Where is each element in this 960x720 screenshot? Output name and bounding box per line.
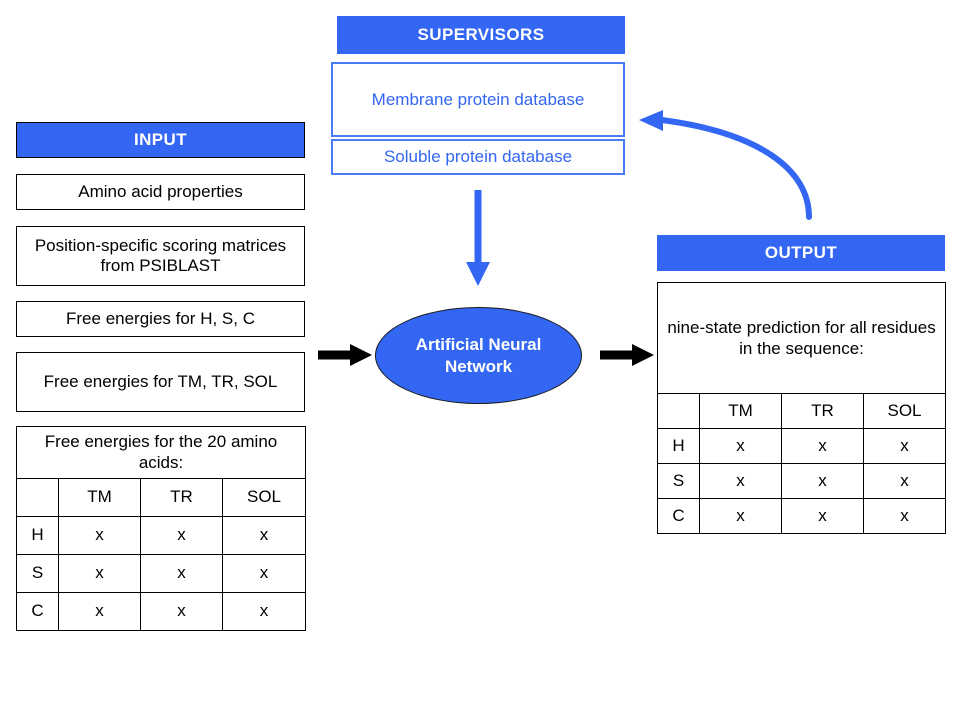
input-table-cell: x <box>140 591 223 631</box>
supervisors-header: SUPERVISORS <box>337 16 625 54</box>
soluble-protein-database-label: Soluble protein database <box>383 147 573 167</box>
table-header-row: TM TR SOL <box>657 393 947 429</box>
table-row: H x x x <box>16 515 307 555</box>
table-header-row: TM TR SOL <box>16 477 307 517</box>
output-to-database-arrow-icon <box>639 110 812 220</box>
output-header-label: OUTPUT <box>764 243 838 262</box>
table-row: S x x x <box>16 553 307 593</box>
soluble-protein-database-box: Soluble protein database <box>331 139 625 175</box>
input-box-label: Free energies for TM, TR, SOL <box>43 371 278 391</box>
input-box-label: Position-specific scoring matrices from … <box>34 235 287 275</box>
output-table-cell: x <box>862 463 947 499</box>
input-table-cell: x <box>221 515 307 555</box>
input-header-label: INPUT <box>134 130 187 149</box>
input-table-cell: x <box>58 553 141 593</box>
table-row: C x x x <box>16 591 307 631</box>
output-table-cell: x <box>781 498 864 534</box>
output-prediction-table: nine-state prediction for all residues i… <box>656 282 947 534</box>
table-row: C x x x <box>657 498 947 534</box>
output-table-cell: x <box>781 463 864 499</box>
input-table-row-label: S <box>16 553 59 593</box>
input-box-free-energies-tm-tr-sol: Free energies for TM, TR, SOL <box>16 352 305 412</box>
input-table-col-header: TR <box>140 477 223 517</box>
output-table-row-label: H <box>657 428 700 464</box>
input-box-amino-acid-properties: Amino acid properties <box>16 174 305 210</box>
input-free-energies-table: Free energies for the 20 amino acids: TM… <box>15 426 307 631</box>
table-row: H x x x <box>657 428 947 464</box>
input-table-cell: x <box>58 515 141 555</box>
input-table-cell: x <box>221 591 307 631</box>
output-table-caption: nine-state prediction for all residues i… <box>656 282 947 394</box>
output-table-cell: x <box>699 428 782 464</box>
database-to-network-arrow-icon <box>466 190 490 286</box>
input-header: INPUT <box>16 122 305 158</box>
membrane-protein-database-label: Membrane protein database <box>371 89 585 109</box>
input-table-col-header: SOL <box>221 477 307 517</box>
output-table-cell: x <box>699 463 782 499</box>
output-header: OUTPUT <box>657 235 945 271</box>
input-box-free-energies-hsc: Free energies for H, S, C <box>16 301 305 337</box>
output-table-corner <box>657 393 700 429</box>
input-box-label: Free energies for H, S, C <box>66 308 255 328</box>
input-to-network-arrow-icon <box>318 344 372 366</box>
output-table-col-header: SOL <box>862 393 947 429</box>
supervisors-header-label: SUPERVISORS <box>417 25 545 44</box>
table-caption-row: nine-state prediction for all residues i… <box>656 282 947 394</box>
output-table-cell: x <box>862 428 947 464</box>
output-table-col-header: TM <box>699 393 782 429</box>
output-table-cell: x <box>781 428 864 464</box>
output-table-col-header: TR <box>781 393 864 429</box>
output-table-cell: x <box>699 498 782 534</box>
artificial-neural-network-node: Artificial Neural Network <box>375 307 582 404</box>
membrane-protein-database-box: Membrane protein database <box>331 62 625 137</box>
input-table-cell: x <box>58 591 141 631</box>
input-table-caption: Free energies for the 20 amino acids: <box>15 426 307 479</box>
input-table-corner <box>16 477 59 517</box>
output-table-cell: x <box>862 498 947 534</box>
artificial-neural-network-label: Artificial Neural Network <box>415 335 542 376</box>
input-table-cell: x <box>140 553 223 593</box>
network-to-output-arrow-icon <box>600 344 654 366</box>
input-table-cell: x <box>221 553 307 593</box>
input-box-label: Amino acid properties <box>78 181 243 201</box>
table-row: S x x x <box>657 463 947 499</box>
output-table-row-label: S <box>657 463 700 499</box>
input-table-row-label: C <box>16 591 59 631</box>
input-table-col-header: TM <box>58 477 141 517</box>
table-caption-row: Free energies for the 20 amino acids: <box>15 426 307 479</box>
input-box-pssm: Position-specific scoring matrices from … <box>16 226 305 286</box>
input-table-cell: x <box>140 515 223 555</box>
input-table-row-label: H <box>16 515 59 555</box>
output-table-row-label: C <box>657 498 700 534</box>
